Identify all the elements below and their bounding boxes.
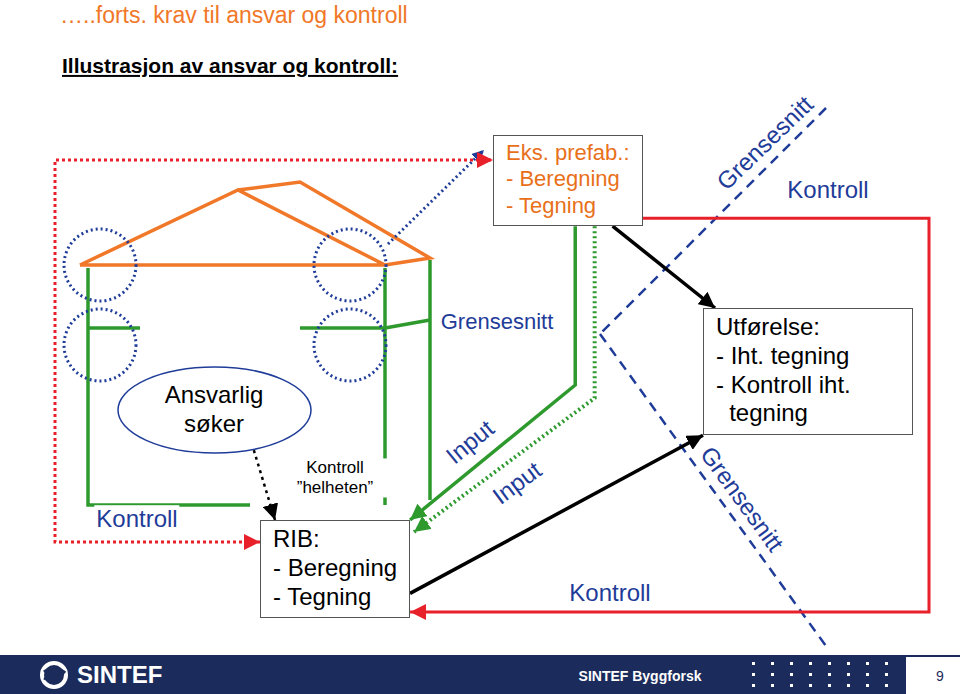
footer-dot (847, 684, 850, 687)
input-arrow (414, 226, 595, 532)
execution-arrow (613, 226, 715, 308)
engineer-box: RIB:- Beregning- Tegning (260, 520, 410, 618)
footer-dot (885, 684, 888, 687)
footer-dot (866, 673, 869, 676)
house-roof-side (238, 182, 430, 265)
edge-label: Input (486, 454, 549, 510)
control-loop (410, 218, 929, 612)
footer-dot (752, 673, 755, 676)
footer-dot (790, 662, 793, 665)
control-loop (55, 160, 493, 542)
footer-dot (847, 673, 850, 676)
footer-dot (809, 684, 812, 687)
node-line: - Tegning (273, 583, 397, 612)
house-wall-side (428, 260, 432, 500)
node-heading: Eks. prefab.: (506, 140, 630, 166)
joint-circle (64, 309, 136, 381)
control-note: Kontroll ”helheten” (278, 458, 392, 497)
footer-dot (809, 662, 812, 665)
applicant-ellipse: Ansvarlig søker (117, 366, 312, 454)
joint-circle (314, 309, 386, 381)
node-line: - Beregning (506, 166, 630, 192)
footer-dots (752, 662, 888, 687)
node-heading: RIB: (273, 525, 397, 554)
footer-dot (828, 662, 831, 665)
interface-label: Grensesnitt (694, 440, 791, 559)
control-arrow (254, 450, 275, 520)
node-line: - Beregning (273, 554, 397, 583)
house-floor (385, 320, 430, 328)
footer-dot (828, 684, 831, 687)
logo-icon (42, 663, 66, 687)
footer-dot (752, 662, 755, 665)
footer-dot (885, 673, 888, 676)
footer-dot (771, 684, 774, 687)
page-number: 9 (934, 668, 946, 684)
footer-dot (828, 673, 831, 676)
control-label: Kontroll (567, 579, 652, 607)
control-label: Kontroll (785, 176, 870, 204)
subtitle: Illustrasjon av ansvar og kontroll: (60, 54, 400, 78)
footer-dot (866, 662, 869, 665)
footer-dot (809, 673, 812, 676)
node-line: - Kontroll iht. tegning (716, 371, 900, 429)
ellipse-shape (118, 367, 311, 453)
logo-icon (44, 668, 64, 680)
footer (0, 655, 960, 694)
page-number-panel (906, 657, 960, 694)
footer-dot (847, 662, 850, 665)
prefab-box: Eks. prefab.:- Beregning- Tegning (493, 135, 643, 226)
edge-label: Input (440, 413, 502, 471)
node-heading: Utførelse: (716, 313, 900, 342)
node-line: - Iht. tegning (716, 342, 900, 371)
house-roof (80, 190, 385, 265)
joint-circle (64, 229, 136, 301)
house-drawing (64, 182, 430, 505)
footer-dot (790, 673, 793, 676)
footer-bar (0, 655, 960, 694)
slide-title: …..forts. krav til ansvar og kontroll (60, 2, 408, 28)
control-label: Kontroll (94, 505, 179, 533)
leader-line (388, 150, 484, 244)
execution-box: Utførelse:- Iht. tegning- Kontroll iht. … (703, 308, 913, 435)
footer-dot (790, 684, 793, 687)
logo-text: SINTEF (75, 661, 164, 689)
footer-text: SINTEF Byggforsk (577, 668, 704, 684)
house-floor (300, 326, 385, 330)
joint-circle (314, 229, 386, 301)
house-floor (88, 326, 140, 330)
footer-dot (771, 673, 774, 676)
node-line: - Tegning (506, 193, 630, 219)
ellipse-text: Ansvarlig søker (149, 381, 279, 439)
interface-label: Grensesnitt (439, 309, 556, 334)
footer-dot (866, 684, 869, 687)
node-heading: Ansvarlig søker (149, 381, 279, 439)
footer-dot (752, 684, 755, 687)
footer-dot (771, 662, 774, 665)
footer-dot (885, 662, 888, 665)
